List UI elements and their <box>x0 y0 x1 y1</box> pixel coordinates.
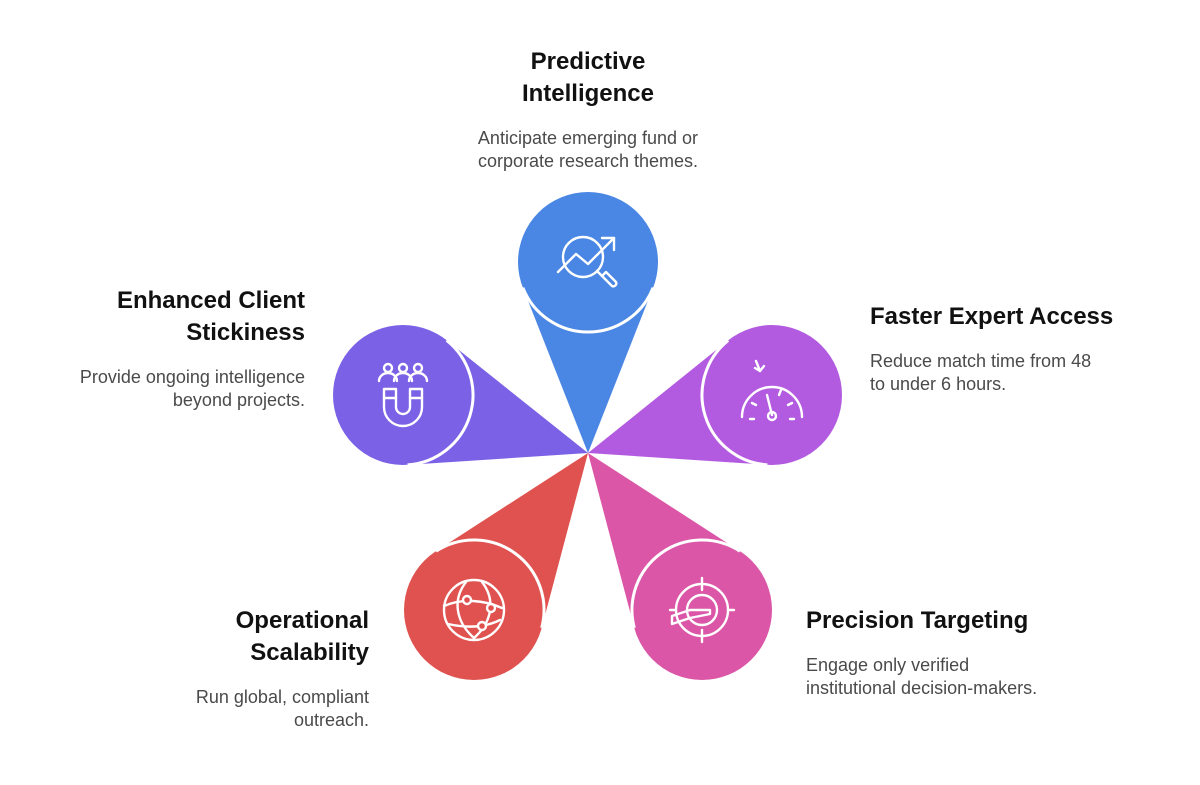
chart-search-icon <box>556 235 618 288</box>
petal-predictive-arc <box>521 287 655 334</box>
item-description: Engage only verified institutional decis… <box>806 655 1038 698</box>
item-title: Precision Targeting <box>806 607 1029 634</box>
petal-scalability-circle <box>404 540 544 680</box>
petal-predictive-circle <box>518 192 658 332</box>
petal-stickiness-circle <box>333 325 473 465</box>
item-title: Enhanced Client Stickiness <box>116 287 305 346</box>
item-enhanced-client-stickiness: Enhanced Client Stickiness Provide ongoi… <box>0 285 305 412</box>
crosshair-target-icon <box>668 576 736 644</box>
petal-scalability-tail <box>436 453 588 628</box>
item-description: Anticipate emerging fund or corporate re… <box>477 128 699 171</box>
speedometer-icon <box>740 359 804 422</box>
item-title: Operational Scalability <box>235 607 369 666</box>
item-operational-scalability: Operational Scalability Run global, comp… <box>49 605 369 732</box>
petal-faster-access-arc <box>700 339 768 467</box>
item-predictive-intelligence: Predictive Intelligence Anticipate emerg… <box>388 46 788 173</box>
item-description: Reduce match time from 48 to under 6 hou… <box>870 351 1092 394</box>
globe-network-icon <box>442 578 506 642</box>
petal-faster-access-circle <box>702 325 842 465</box>
petal-precision-arc <box>630 538 741 629</box>
petal-predictive-tail <box>522 287 654 453</box>
people-magnet-icon <box>377 362 429 428</box>
petal-precision-tail <box>588 453 740 628</box>
item-title: Predictive Intelligence <box>521 48 655 107</box>
item-faster-expert-access: Faster Expert Access Reduce match time f… <box>870 301 1190 396</box>
item-precision-targeting: Precision Targeting Engage only verified… <box>806 605 1166 700</box>
item-description: Run global, compliant outreach. <box>195 687 369 730</box>
petal-scalability-arc <box>435 538 546 629</box>
item-title: Faster Expert Access <box>870 303 1114 330</box>
item-description: Provide ongoing intelligence beyond proj… <box>79 367 305 410</box>
petal-stickiness-arc <box>407 339 475 467</box>
